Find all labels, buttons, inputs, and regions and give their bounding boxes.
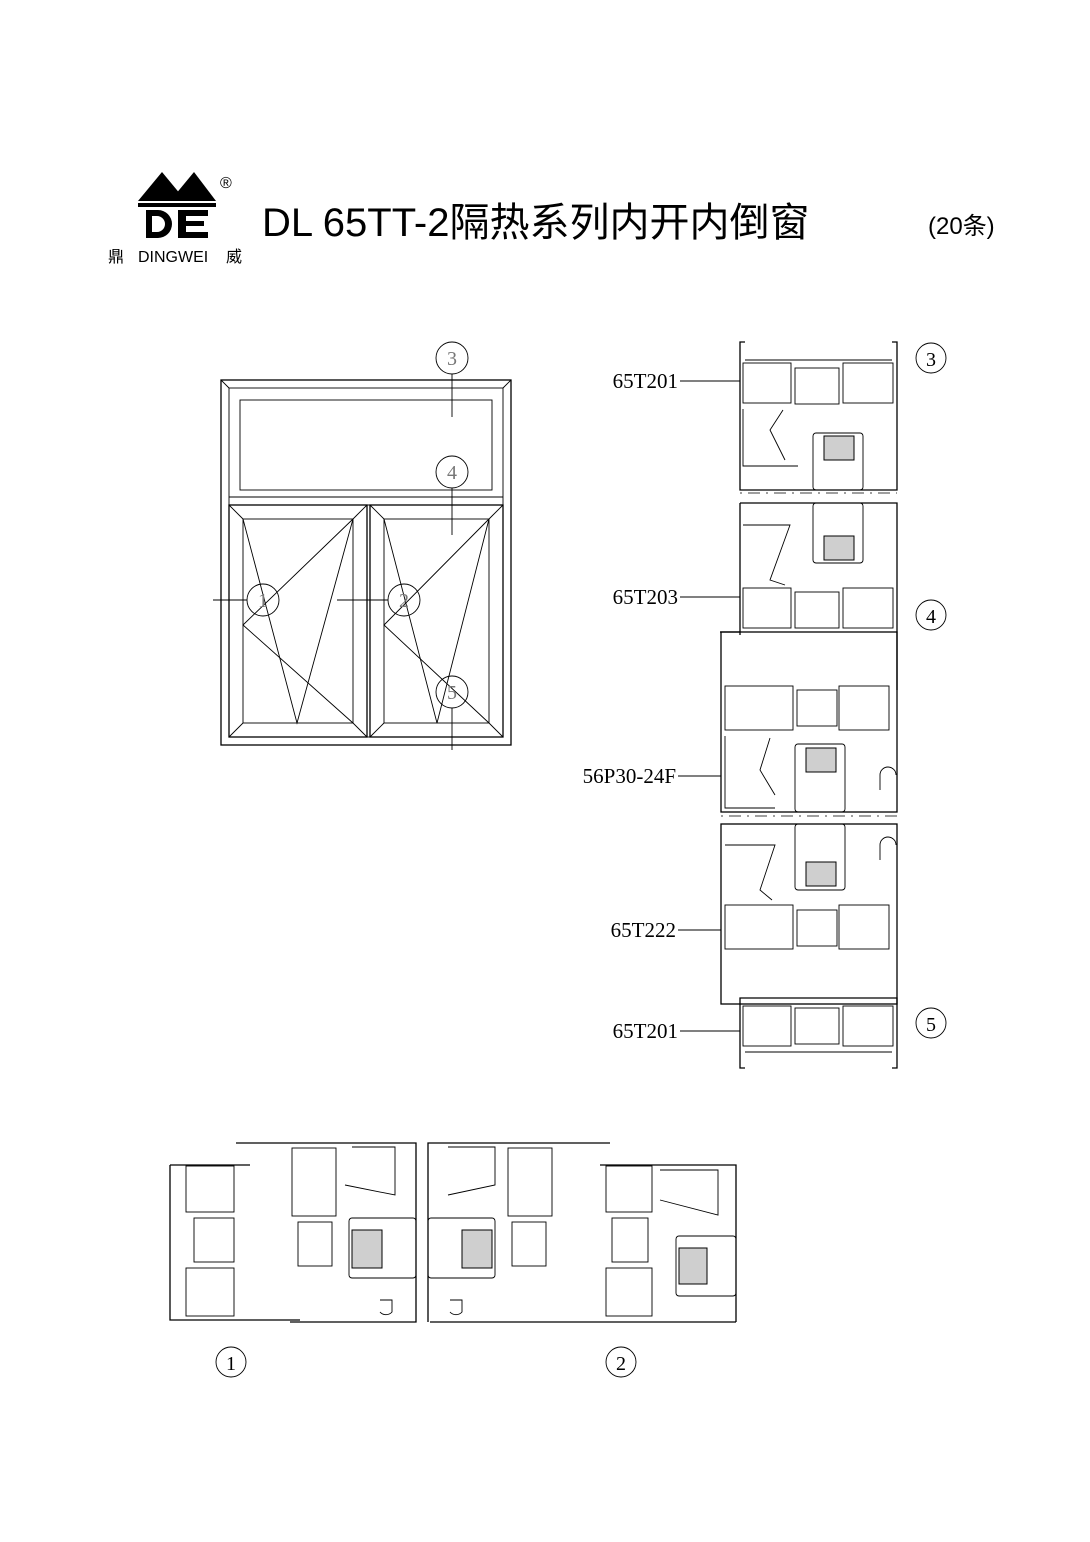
elevation-callout-5: 5 xyxy=(447,682,457,704)
page-subtitle: (20条) xyxy=(928,213,995,240)
page-title: DL 65TT-2隔热系列内开内倒窗 xyxy=(262,201,809,245)
elevation-callout-3: 3 xyxy=(447,348,457,370)
brand-char-left: 鼎 xyxy=(108,248,124,266)
window-elevation xyxy=(213,341,512,750)
elevation-callout-4: 4 xyxy=(447,462,457,484)
elevation-callout-2: 2 xyxy=(399,590,409,612)
hsection-callout-1: 1 xyxy=(226,1353,236,1375)
registered-mark: ® xyxy=(220,175,232,192)
hsection-callout-2: 2 xyxy=(616,1353,626,1375)
horizontal-section xyxy=(169,1142,737,1378)
section-callout-3: 3 xyxy=(926,349,936,371)
elevation-callout-1: 1 xyxy=(258,590,268,612)
brand-name: DINGWEI xyxy=(138,249,208,266)
profile-label-56p30-24f: 56P30-24F xyxy=(583,764,676,788)
brand-char-right: 威 xyxy=(226,248,242,266)
profile-label-65t203: 65T203 xyxy=(613,585,678,609)
vertical-section xyxy=(678,341,947,1069)
profile-label-65t222: 65T222 xyxy=(611,918,676,942)
profile-label-65t201-top: 65T201 xyxy=(613,369,678,393)
dingwei-logo: ® xyxy=(138,172,232,238)
section-callout-4: 4 xyxy=(926,606,936,628)
profile-label-65t201-bottom: 65T201 xyxy=(613,1019,678,1043)
section-callout-5: 5 xyxy=(926,1014,936,1036)
